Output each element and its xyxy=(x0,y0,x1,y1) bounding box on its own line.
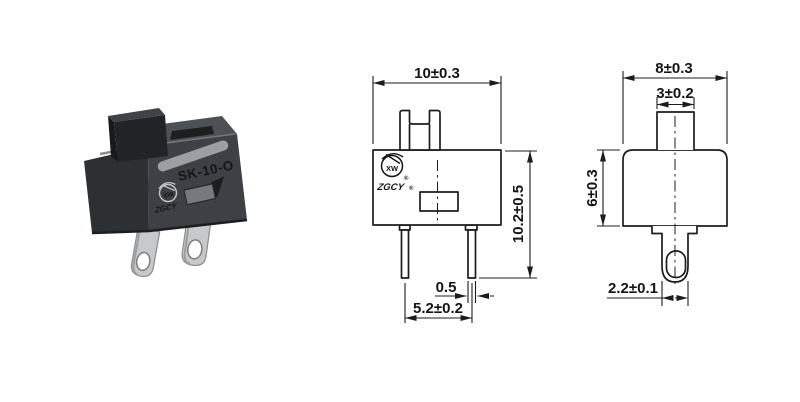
front-dim-pin-pitch: 5.2±0.2 xyxy=(404,283,473,323)
side-dim-pin-width: 2.2±0.1 xyxy=(607,280,689,306)
svg-text:10±0.3: 10±0.3 xyxy=(414,65,460,82)
front-view: XW ® ZGCY ® 10±0.3 10.2±0.5 0.5 xyxy=(372,65,537,323)
svg-text:8±0.3: 8±0.3 xyxy=(655,60,692,77)
side-dim-knob-width: 3±0.2 xyxy=(656,85,695,109)
svg-text:2.2±0.1: 2.2±0.1 xyxy=(608,280,658,297)
svg-text:5.2±0.2: 5.2±0.2 xyxy=(413,300,463,317)
front-view-knob xyxy=(399,109,441,151)
front-view-logo-reg: ® xyxy=(404,175,409,182)
photo-brand-logo: XW xyxy=(158,181,178,203)
front-view-pins xyxy=(398,224,478,279)
front-view-logo: XW ® ZGCY ® xyxy=(375,153,414,193)
front-view-brand-reg: ® xyxy=(409,185,414,192)
svg-text:6±0.3: 6±0.3 xyxy=(584,169,601,206)
side-view: 8±0.3 3±0.2 6±0.3 2.2±0.1 xyxy=(584,60,728,306)
photo-bottom-edge xyxy=(91,218,248,235)
photo-logo-monogram: XW xyxy=(163,191,176,200)
photo-pin-left xyxy=(130,227,161,278)
front-dim-overall-width: 10±0.3 xyxy=(372,65,502,144)
photo-recess xyxy=(183,176,225,206)
svg-text:3±0.2: 3±0.2 xyxy=(656,85,693,102)
front-dim-pin-width: 0.5 xyxy=(435,279,494,303)
front-view-brand-text: ZGCY xyxy=(375,182,406,193)
front-dim-overall-height: 10.2±0.5 xyxy=(479,150,537,279)
side-dim-overall-width: 8±0.3 xyxy=(622,60,728,144)
side-dim-body-height: 6±0.3 xyxy=(584,149,620,227)
product-photo: SK-10-O XW ZGCY xyxy=(84,108,248,278)
front-view-recess xyxy=(419,191,459,212)
svg-text:0.5: 0.5 xyxy=(436,279,457,296)
photo-knob xyxy=(108,108,168,162)
photo-left-face xyxy=(84,146,149,233)
front-view-logo-monogram: XW xyxy=(386,164,399,173)
photo-slot-stripe xyxy=(157,140,229,172)
svg-text:10.2±0.5: 10.2±0.5 xyxy=(510,185,527,243)
photo-pin-right xyxy=(181,218,212,267)
photo-slot-opening xyxy=(170,126,214,140)
